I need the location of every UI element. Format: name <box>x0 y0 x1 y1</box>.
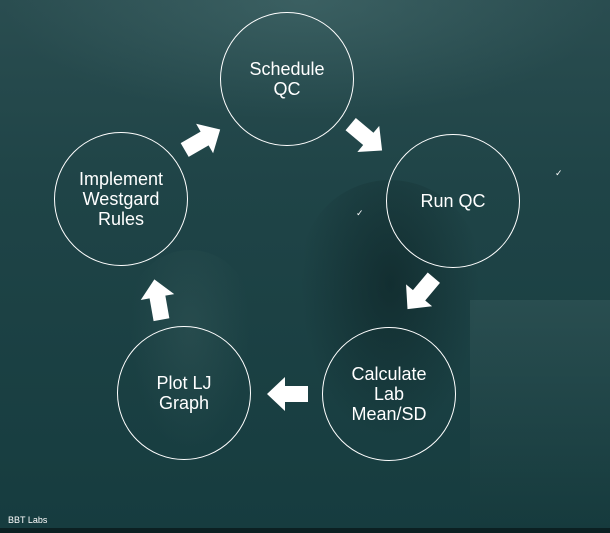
node-run-qc: Run QC <box>386 134 520 268</box>
node-plot-lj-graph: Plot LJ Graph <box>117 326 251 460</box>
checkmark-icon: ✓ <box>356 209 364 219</box>
bottom-bar <box>0 528 610 533</box>
arrow-right-icon <box>339 111 394 164</box>
node-label: Calculate Lab Mean/SD <box>351 364 427 424</box>
node-label: Plot LJ Graph <box>156 373 212 413</box>
arrow-right-icon <box>137 276 179 323</box>
checkmark-icon: ✓ <box>555 169 563 179</box>
node-label: Implement Westgard Rules <box>78 169 164 229</box>
node-label: Schedule QC <box>249 59 325 99</box>
brand-label: BBT Labs <box>8 515 48 525</box>
node-label: Run QC <box>420 191 486 211</box>
arrow-right-icon <box>267 377 308 411</box>
node-calculate-lab-mean-sd: Calculate Lab Mean/SD <box>322 327 456 461</box>
node-schedule-qc: Schedule QC <box>220 12 354 146</box>
arrow-right-icon <box>394 266 447 321</box>
arrow-right-icon <box>176 114 229 165</box>
node-implement-westgard-rules: Implement Westgard Rules <box>54 132 188 266</box>
